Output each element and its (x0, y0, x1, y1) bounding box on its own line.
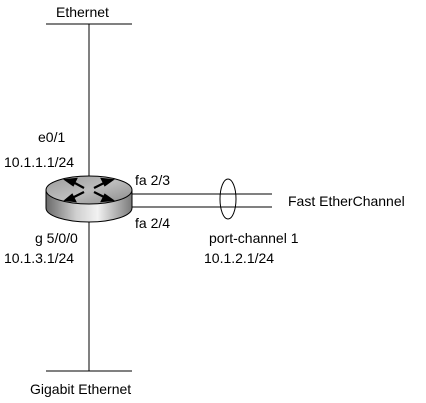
port-channel-bundle-ellipse (219, 178, 237, 220)
top-interface-label: e0/1 (38, 129, 65, 145)
port-channel-label: port-channel 1 (209, 230, 299, 246)
gigabit-ethernet-label: Gigabit Ethernet (30, 381, 131, 397)
bottom-ip-label: 10.1.3.1/24 (4, 250, 74, 266)
channel-ip-label: 10.1.2.1/24 (204, 250, 274, 266)
router-icon[interactable] (45, 175, 133, 223)
bottom-interface-label: g 5/0/0 (35, 230, 78, 246)
port-upper-label: fa 2/3 (135, 172, 170, 188)
fast-etherchannel-label: Fast EtherChannel (288, 193, 405, 209)
port-lower-label: fa 2/4 (135, 215, 170, 231)
top-ip-label: 10.1.1.1/24 (4, 154, 74, 170)
ethernet-label: Ethernet (56, 4, 109, 20)
